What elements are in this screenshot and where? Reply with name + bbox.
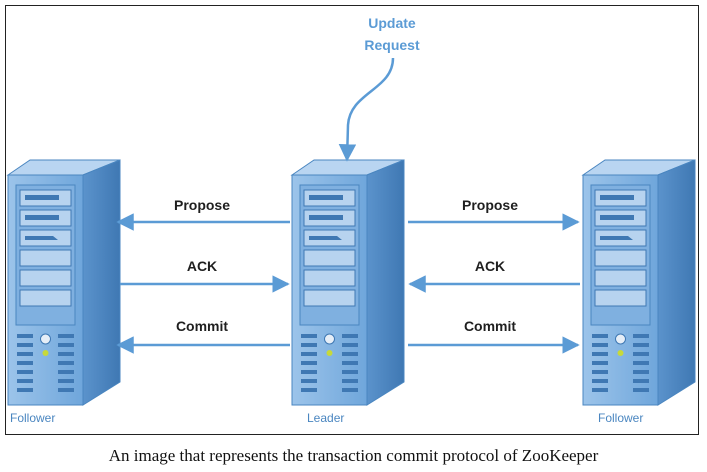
update-request-arrow [338,57,395,162]
commit-label-left: Commit [176,318,228,334]
commit-label-right: Commit [464,318,516,334]
update-request-line1: Update [368,15,416,31]
update-request-line2: Request [364,37,420,53]
follower-label-left: Follower [10,411,55,425]
leader-server [291,159,405,406]
follower-label-right: Follower [598,411,643,425]
follower-server-left [7,159,121,406]
ack-label-left: ACK [187,258,217,274]
propose-label-left: Propose [174,197,230,213]
ack-label-right: ACK [475,258,505,274]
propose-label-right: Propose [462,197,518,213]
figure-caption: An image that represents the transaction… [108,446,599,465]
follower-server-right [582,159,696,406]
leader-label: Leader [307,411,344,425]
